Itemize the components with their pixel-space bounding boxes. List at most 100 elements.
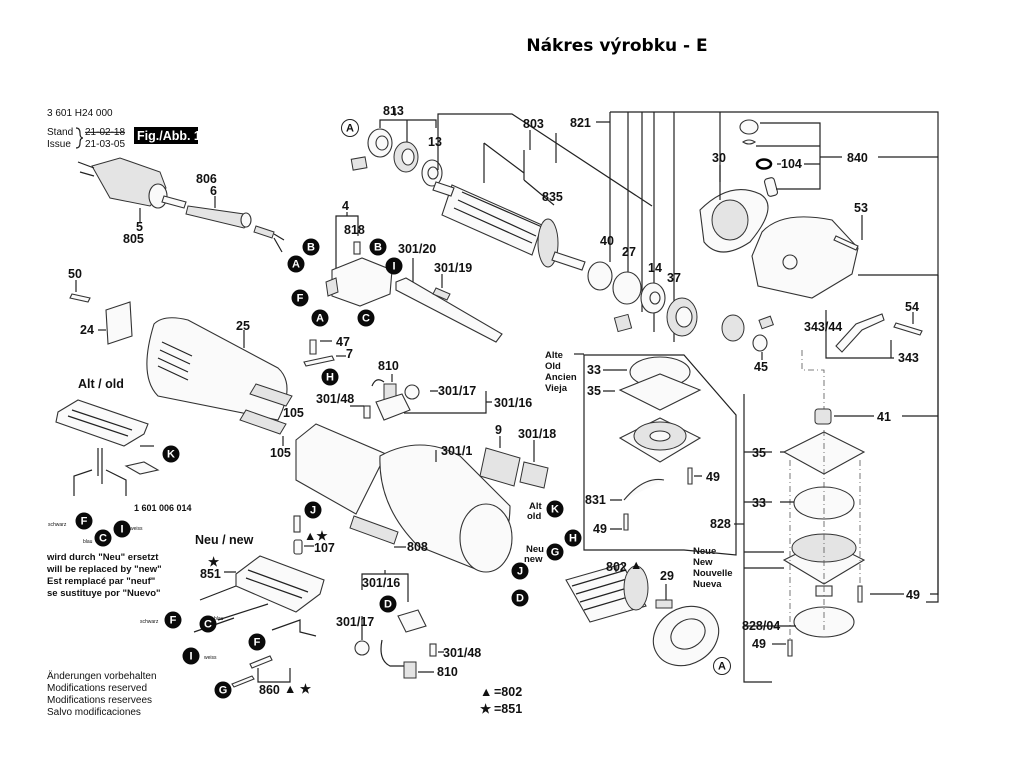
- part-brush-spring-301-17[interactable]: [404, 384, 420, 400]
- neu-short-1: Neu: [526, 544, 544, 555]
- part-bearing-ring[interactable]: [393, 141, 419, 173]
- connector-b-badge: [302, 238, 320, 256]
- part-adapter-1601006014[interactable]: [124, 461, 160, 475]
- part-cable-protector[interactable]: [185, 205, 251, 229]
- connector-g-letter: G: [551, 547, 560, 559]
- connector-f-badge: [291, 289, 309, 307]
- part-electronic-module-new-851[interactable]: [235, 555, 325, 613]
- label-30: 30: [712, 151, 726, 165]
- part-screw-53[interactable]: [833, 235, 859, 251]
- part-brush-holder-301-16[interactable]: [375, 393, 411, 421]
- connector-b-letter: B: [374, 242, 382, 254]
- label-35-alte: 35: [587, 384, 601, 398]
- brace: [75, 127, 84, 149]
- part-lock-pin[interactable]: [763, 177, 779, 197]
- part-slide-301-20[interactable]: [395, 277, 503, 343]
- label-301-17-lower: 301/17: [336, 615, 374, 629]
- label-33-right: 33: [752, 496, 766, 510]
- part-screw-818[interactable]: [353, 241, 361, 255]
- part-ring-27[interactable]: [612, 271, 642, 305]
- part-plate-24[interactable]: [105, 301, 133, 345]
- part-sleeve-860[interactable]: [249, 655, 273, 669]
- connector-a-badge: [287, 255, 305, 273]
- part-switch-4[interactable]: [325, 257, 393, 307]
- connector-j-badge: [511, 562, 529, 580]
- modifications-line-es: Salvo modificaciones: [47, 707, 141, 718]
- label-301-16: 301/16: [494, 396, 532, 410]
- part-cap-45[interactable]: [752, 334, 768, 352]
- part-clip-7[interactable]: [303, 355, 335, 367]
- part-electronic-module-old[interactable]: [55, 399, 149, 447]
- connector-k-letter: K: [551, 504, 559, 516]
- label-37: 37: [667, 271, 681, 285]
- alte-line-4: Vieja: [545, 383, 568, 394]
- connector-i-badge: [182, 647, 200, 665]
- part-brush-holder-clip[interactable]: [350, 156, 368, 171]
- part-bearing-14[interactable]: [640, 282, 666, 314]
- part-screw-47[interactable]: [309, 339, 317, 355]
- part-screw-49-alte-bottom[interactable]: [623, 513, 629, 531]
- connector-d-letter: D: [384, 599, 392, 611]
- label-105-upper: 105: [283, 406, 304, 420]
- part-bearing-813[interactable]: [367, 128, 393, 158]
- wire-label-white-old: weiss: [130, 526, 143, 532]
- part-fan-baffle-29[interactable]: [643, 595, 730, 677]
- part-spring-301-19[interactable]: [432, 287, 451, 301]
- part-brush-spring-lower[interactable]: [354, 640, 370, 656]
- part-foil-808[interactable]: [349, 515, 399, 545]
- part-spring-clip-831[interactable]: [623, 478, 665, 501]
- part-power-plug[interactable]: [77, 157, 168, 209]
- part-cable-protector-end: [240, 212, 252, 228]
- part-bearing-37[interactable]: [666, 297, 698, 337]
- label-14: 14: [648, 261, 662, 275]
- label-49-bottom: 49: [752, 637, 766, 651]
- part-screw-49-alte[interactable]: [687, 467, 693, 485]
- part-gear-head-alte[interactable]: [618, 417, 702, 463]
- wire-label-blue-new: blau: [214, 616, 224, 622]
- connector-h-badge: [321, 368, 339, 386]
- label-821: 821: [570, 116, 591, 130]
- connector-d-letter: D: [516, 593, 524, 605]
- part-lever-343[interactable]: [835, 313, 885, 353]
- part-retaining-ring-40[interactable]: [587, 261, 613, 291]
- part-screw-54[interactable]: [893, 322, 923, 336]
- part-guard-30[interactable]: [699, 189, 769, 253]
- part-screw-301-48[interactable]: [363, 405, 371, 419]
- part-key[interactable]: [613, 313, 633, 333]
- part-o-ring-104[interactable]: [755, 158, 773, 170]
- part-screw-50[interactable]: [69, 293, 91, 303]
- part-motor-housing-25[interactable]: [146, 317, 293, 435]
- wire-label-white-new: weiss: [204, 655, 217, 661]
- part-bearing-13[interactable]: [421, 159, 443, 187]
- part-field-coil-802[interactable]: [565, 563, 649, 623]
- part-lock-button[interactable]: [739, 119, 759, 135]
- connector-h-badge: [564, 529, 582, 547]
- part-terminal[interactable]: [231, 675, 255, 688]
- part-carbon-brush-lower[interactable]: [403, 661, 417, 679]
- part-pinion[interactable]: [721, 314, 745, 342]
- part-bushing-41[interactable]: [814, 408, 832, 425]
- part-gasket-35-alte[interactable]: [618, 373, 702, 411]
- connector-f-badge: [75, 512, 93, 530]
- marks-107: ▲★: [304, 529, 328, 543]
- figure-badge: Fig./Abb. 1: [137, 129, 201, 143]
- part-bracket[interactable]: [271, 619, 317, 637]
- part-screw-301-48-lower[interactable]: [429, 643, 437, 657]
- part-spring[interactable]: [742, 139, 756, 145]
- part-screw-49-right[interactable]: [857, 585, 863, 603]
- wire-label-black-old: schwarz: [48, 522, 67, 528]
- part-clip[interactable]: [758, 315, 774, 330]
- connector-a-badge: [341, 119, 359, 137]
- part-cover-9[interactable]: [479, 447, 521, 487]
- part-pin[interactable]: [293, 515, 301, 533]
- part-housing-301-1[interactable]: [295, 423, 513, 573]
- part-gear-housing[interactable]: [751, 216, 859, 299]
- part-screw-49-bottom[interactable]: [787, 639, 793, 657]
- part-armature[interactable]: [432, 181, 586, 271]
- part-brush-holder-lower[interactable]: [397, 609, 427, 633]
- part-sleeve-107[interactable]: [293, 539, 303, 555]
- part-switch-button-301-18[interactable]: [519, 461, 549, 489]
- connector-k-badge: [162, 445, 180, 463]
- label-27: 27: [622, 245, 636, 259]
